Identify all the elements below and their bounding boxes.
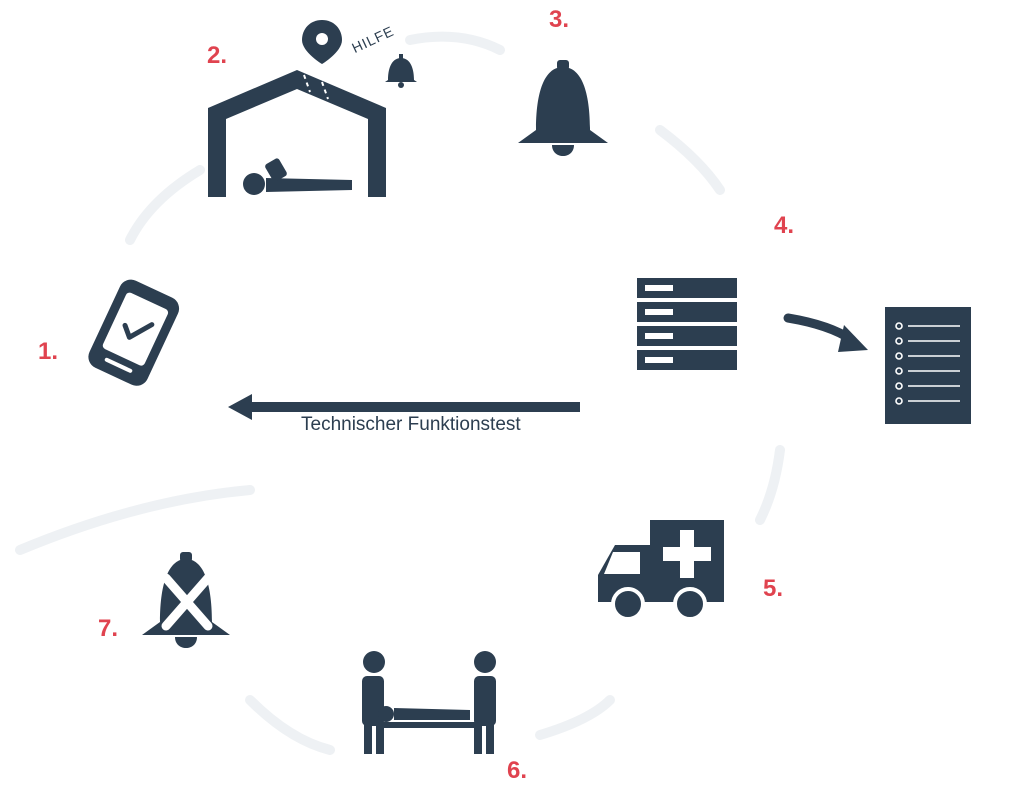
function-test-label: Technischer Funktionstest: [301, 414, 521, 435]
server-icon: [637, 278, 737, 370]
curved-arrow: [783, 313, 868, 352]
location-pin-icon: [302, 20, 342, 64]
step-number-1: 1.: [38, 338, 59, 365]
faint-cycle-arrows: [15, 31, 785, 755]
step-number-7: 7.: [98, 615, 119, 642]
step-number-3: 3.: [549, 6, 570, 33]
stretcher-rescue-icon: [362, 651, 496, 754]
small-bell-icon: [385, 54, 417, 88]
house-person-icon: [208, 70, 386, 197]
bell-icon: [518, 60, 608, 156]
step-number-6: 6.: [507, 757, 528, 784]
step-number-4: 4.: [774, 212, 795, 239]
smartphone-check-icon: [88, 279, 180, 386]
function-test-arrow: [228, 394, 580, 420]
ambulance-icon: [598, 520, 724, 621]
bell-off-icon: [142, 552, 230, 648]
step-number-5: 5.: [763, 575, 784, 602]
document-list-icon: [885, 307, 971, 424]
step-number-2: 2.: [207, 42, 228, 69]
